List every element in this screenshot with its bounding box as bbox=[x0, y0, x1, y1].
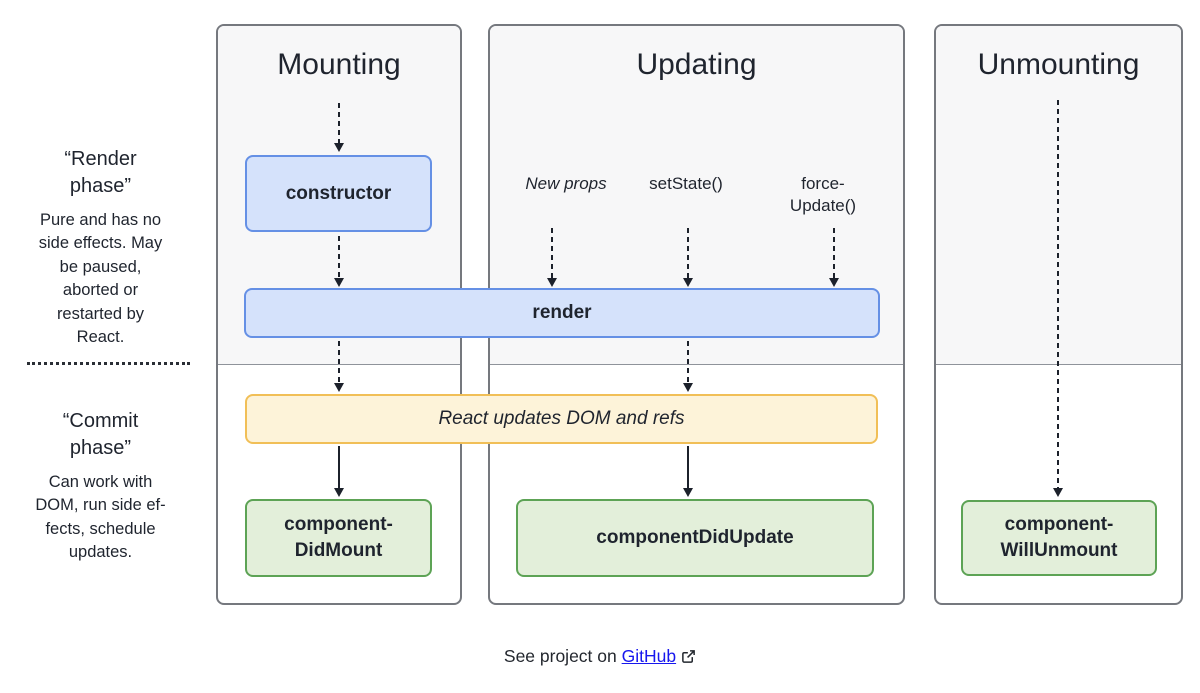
arrow-dom-update-to-did-mount bbox=[334, 446, 344, 497]
component-did-mount-box: component- DidMount bbox=[245, 499, 432, 577]
arrow-mounting-to-constructor bbox=[334, 103, 344, 152]
arrow-render-to-dom-update-updating bbox=[683, 341, 693, 392]
react-updates-dom-box: React updates DOM and refs bbox=[245, 394, 878, 444]
commit-phase-description: Can work with DOM, run side ef- fects, s… bbox=[35, 473, 166, 562]
constructor-box: constructor bbox=[245, 155, 432, 232]
render-box: render bbox=[244, 288, 880, 338]
footer-text: See project on bbox=[503, 646, 617, 666]
arrow-set-state-to-render bbox=[683, 228, 693, 287]
trigger-force-update: force- Update() bbox=[789, 174, 857, 216]
github-link[interactable]: GitHub bbox=[621, 646, 677, 666]
commit-phase-title: “Commit phase” bbox=[62, 410, 139, 459]
arrow-render-to-dom-update-mounting bbox=[334, 341, 344, 392]
footer: See project on GitHub bbox=[0, 646, 1200, 669]
component-will-unmount-box: component- WillUnmount bbox=[961, 500, 1157, 576]
arrow-constructor-to-render bbox=[334, 236, 344, 287]
unmounting-title: Unmounting bbox=[977, 48, 1140, 81]
commit-phase-note: “Commit phase” Can work with DOM, run si… bbox=[8, 408, 193, 565]
arrow-force-update-to-render bbox=[829, 228, 839, 287]
arrow-dom-update-to-did-update bbox=[683, 446, 693, 497]
trigger-set-state: setState() bbox=[649, 174, 723, 193]
updating-title: Updating bbox=[636, 48, 757, 81]
external-link-icon bbox=[681, 648, 696, 669]
arrow-unmounting-to-will-unmount bbox=[1053, 100, 1063, 497]
render-phase-note: “Render phase” Pure and has no side effe… bbox=[8, 146, 193, 350]
render-phase-description: Pure and has no side effects. May be pau… bbox=[38, 211, 163, 347]
render-phase-title: “Render phase” bbox=[64, 148, 137, 197]
mounting-title: Mounting bbox=[277, 48, 401, 81]
phase-dotted-divider bbox=[27, 362, 190, 365]
arrow-new-props-to-render bbox=[547, 228, 557, 287]
trigger-new-props: New props bbox=[525, 174, 607, 193]
component-did-update-box: componentDidUpdate bbox=[516, 499, 874, 577]
